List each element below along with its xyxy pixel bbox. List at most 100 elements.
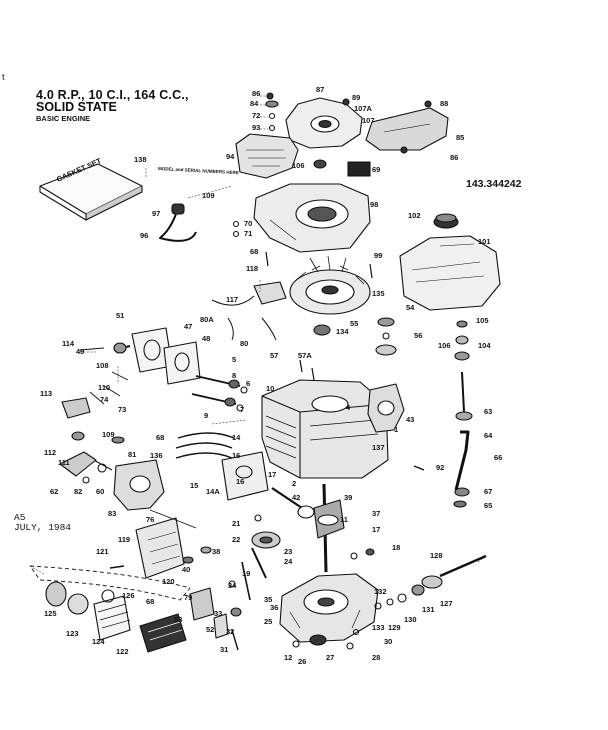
part-callout-76: 76 bbox=[146, 515, 154, 524]
engine-spec-line-3: BASIC ENGINE bbox=[36, 114, 91, 123]
retainer-clip bbox=[413, 465, 425, 471]
part-callout-119: 119 bbox=[118, 535, 130, 544]
starter-housing bbox=[285, 97, 363, 149]
part-callout-104: 104 bbox=[478, 341, 491, 350]
part-callout-128: 128 bbox=[430, 551, 443, 560]
revision-code: A5 bbox=[14, 512, 26, 523]
part-callout-85: 85 bbox=[456, 133, 464, 142]
flywheel bbox=[289, 255, 371, 315]
part-callout-1: 1 bbox=[394, 425, 398, 434]
part-callout-34: 34 bbox=[228, 581, 237, 590]
leader-lines bbox=[29, 95, 487, 575]
part-callout-126: 126 bbox=[122, 591, 135, 600]
connecting-rod bbox=[271, 487, 315, 519]
dipstick bbox=[453, 371, 473, 508]
part-callout-68: 68 bbox=[250, 247, 258, 256]
part-callout-137: 137 bbox=[372, 443, 385, 452]
part-callout-72: 72 bbox=[252, 111, 260, 120]
part-callout-5: 5 bbox=[232, 355, 236, 364]
part-callout-111: 111 bbox=[58, 458, 70, 467]
part-callout-37: 37 bbox=[372, 509, 380, 518]
part-callout-82: 82 bbox=[74, 487, 82, 496]
part-callout-8: 8 bbox=[232, 371, 236, 380]
decal bbox=[347, 161, 371, 177]
part-callout-108: 108 bbox=[96, 361, 109, 370]
part-callout-87: 87 bbox=[316, 85, 324, 94]
part-callout-99: 99 bbox=[374, 251, 382, 260]
misc-small-parts bbox=[228, 548, 375, 588]
muffler-parts bbox=[29, 565, 191, 653]
fitting-screws bbox=[232, 220, 240, 238]
part-callout-125: 125 bbox=[44, 609, 57, 618]
part-callout-86: 86 bbox=[252, 89, 260, 98]
part-callout-14a: 14A bbox=[206, 487, 220, 496]
part-callout-57a: 57A bbox=[298, 351, 312, 360]
part-callout-11: 11 bbox=[340, 515, 348, 524]
piston-assembly bbox=[175, 432, 269, 501]
muffler-cap bbox=[101, 589, 115, 603]
carburetor-plate bbox=[131, 327, 201, 385]
part-callout-88: 88 bbox=[440, 99, 448, 108]
part-callout-110: 110 bbox=[98, 383, 110, 392]
part-callout-106: 106 bbox=[292, 161, 305, 170]
part-callout-19: 19 bbox=[242, 569, 250, 578]
part-callout-94: 94 bbox=[226, 152, 235, 161]
part-callout-69: 69 bbox=[372, 165, 380, 174]
part-callout-109: 109 bbox=[202, 191, 215, 200]
air-filter-body bbox=[135, 517, 185, 579]
part-callout-35: 35 bbox=[264, 595, 272, 604]
crankcase-cover bbox=[279, 573, 379, 643]
part-callout-83: 83 bbox=[108, 509, 116, 518]
part-callout-131: 131 bbox=[422, 605, 435, 614]
part-callout-97: 97 bbox=[152, 209, 160, 218]
part-callout-26: 26 bbox=[298, 657, 306, 666]
part-callout-60: 60 bbox=[96, 487, 104, 496]
part-callout-89: 89 bbox=[352, 93, 360, 102]
part-callout-25: 25 bbox=[264, 617, 272, 626]
part-callout-24: 24 bbox=[284, 557, 293, 566]
part-callout-135: 135 bbox=[372, 289, 385, 298]
governor-shaft bbox=[241, 561, 251, 601]
part-callout-57: 57 bbox=[270, 351, 278, 360]
part-callout-23: 23 bbox=[284, 547, 292, 556]
part-callout-65: 65 bbox=[484, 501, 492, 510]
model-serial-note: MODEL and SERIAL NUMBERS HERE bbox=[158, 166, 239, 175]
part-callout-18: 18 bbox=[392, 543, 400, 552]
part-callout-47: 47 bbox=[184, 322, 192, 331]
governor-parts bbox=[189, 587, 242, 651]
part-callout-102: 102 bbox=[408, 211, 421, 220]
breather-assembly bbox=[375, 317, 397, 356]
part-callout-86: 86 bbox=[450, 153, 458, 162]
part-callout-71: 71 bbox=[244, 229, 252, 238]
part-callout-55: 55 bbox=[350, 319, 358, 328]
part-callout-52: 52 bbox=[206, 625, 214, 634]
part-callout-66: 66 bbox=[494, 453, 502, 462]
part-callout-27: 27 bbox=[326, 653, 334, 662]
breather-cover bbox=[367, 383, 405, 433]
part-callout-56: 56 bbox=[414, 331, 422, 340]
part-callout-73: 73 bbox=[118, 405, 126, 414]
part-callout-80a: 80A bbox=[200, 315, 214, 324]
carb-mount-parts bbox=[109, 546, 212, 569]
part-callout-64: 64 bbox=[484, 431, 493, 440]
part-callout-10: 10 bbox=[266, 384, 274, 393]
part-callout-9: 9 bbox=[204, 411, 208, 420]
blower-housing-shell bbox=[235, 133, 299, 179]
pto-shaft-assembly bbox=[374, 554, 487, 610]
part-callout-124: 124 bbox=[92, 637, 105, 646]
part-callout-96: 96 bbox=[140, 231, 148, 240]
svg-text:MODEL and SERIAL NUMBERS HERE: MODEL and SERIAL NUMBERS HERE bbox=[158, 166, 239, 175]
part-callout-122: 122 bbox=[116, 647, 129, 656]
part-callout-4: 4 bbox=[346, 403, 351, 412]
part-callout-17: 17 bbox=[268, 470, 276, 479]
part-callout-7: 7 bbox=[240, 405, 244, 414]
part-callout-6: 6 bbox=[246, 379, 250, 388]
part-callout-132: 132 bbox=[374, 587, 387, 596]
part-callout-80: 80 bbox=[240, 339, 248, 348]
breather-tube bbox=[79, 342, 131, 354]
part-callout-2: 2 bbox=[292, 479, 296, 488]
part-callout-43: 43 bbox=[406, 415, 414, 424]
part-callout-117: 117 bbox=[226, 295, 238, 304]
part-callout-129: 129 bbox=[388, 623, 401, 632]
